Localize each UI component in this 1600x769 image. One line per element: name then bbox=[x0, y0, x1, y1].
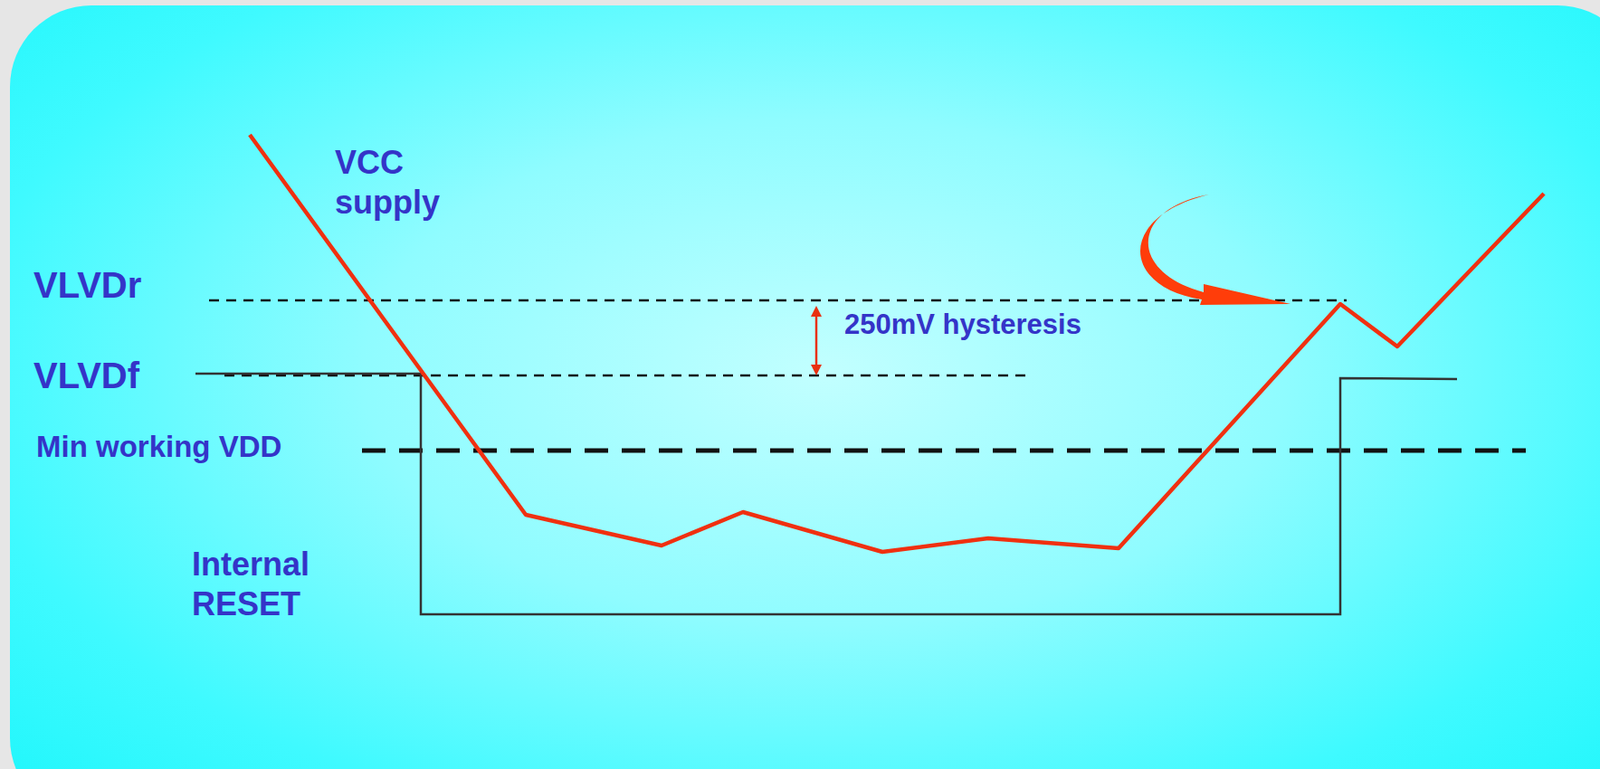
vcc-curve bbox=[249, 134, 1544, 553]
min-vdd-line bbox=[361, 448, 1526, 454]
pointer-arrow bbox=[1140, 194, 1291, 305]
signal-label: VCC supply bbox=[334, 142, 471, 223]
vlvdr-line bbox=[209, 299, 1347, 303]
arrow-head bbox=[810, 305, 822, 317]
threshold-label: Min working VDD bbox=[36, 428, 282, 466]
background-panel bbox=[9, 5, 1600, 769]
annotation: 250mV hysteresis bbox=[844, 307, 1082, 343]
hysteresis-arrow bbox=[815, 313, 819, 369]
reset-signal bbox=[195, 373, 1458, 615]
threshold-label: VLVDr bbox=[33, 263, 142, 308]
arrow-head bbox=[810, 364, 822, 376]
threshold-label: VLVDf bbox=[33, 353, 140, 399]
signal-label: Internal RESET bbox=[191, 544, 351, 625]
